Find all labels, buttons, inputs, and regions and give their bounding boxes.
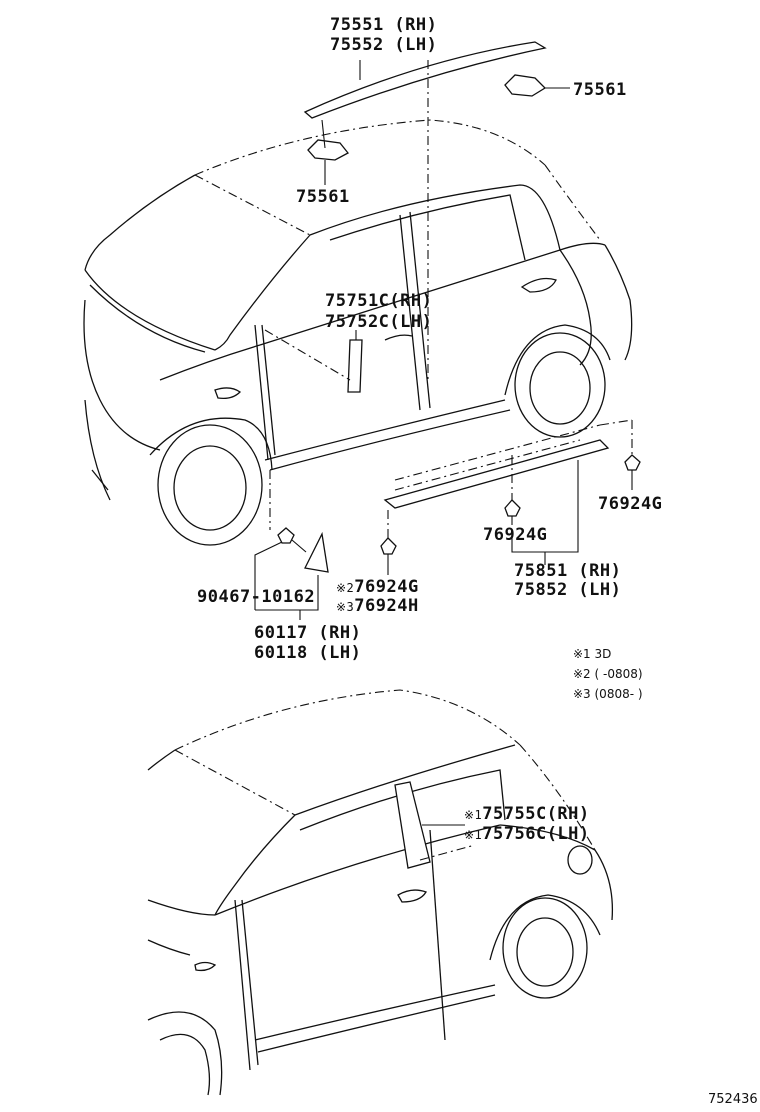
figure-id: 752436 (708, 1092, 758, 1107)
garnish-label-rh: 60117 (RH) (254, 623, 362, 643)
clip-low-2-label: ※276924G (336, 577, 419, 597)
garnish-label-lh: 60118 (LH) (254, 643, 362, 663)
clip-mid-label: 76924G (483, 525, 548, 545)
rocker-mold-part (383, 439, 610, 509)
screw-icon (277, 527, 295, 544)
clip-low-icon (380, 537, 397, 555)
screw-label: 90467-10162 (197, 587, 316, 607)
reference-mark-icon: ※1 (464, 828, 483, 842)
note-1: ※1 3D (573, 647, 612, 661)
front-door-mold-label-lh: 75752C(LH) (325, 312, 433, 332)
rocker-mold-label-rh: 75851 (RH) (514, 561, 622, 581)
clip-right-label: 76924G (598, 494, 663, 514)
roof-clip-right-icon (504, 74, 547, 97)
note-3: ※3 (0808- ) (573, 687, 643, 701)
clip-mid-icon (504, 499, 521, 517)
rocker-mold-label-lh: 75852 (LH) (514, 580, 622, 600)
rear-quarter-mold-part (394, 781, 431, 869)
upper-car-body (83, 119, 633, 546)
front-door-mold-part (347, 339, 363, 393)
reference-mark-icon: ※2 (336, 581, 355, 595)
roof-clip-left-icon (307, 139, 349, 161)
front-door-mold-label-rh: 75751C(RH) (325, 291, 433, 311)
garnish-part (304, 531, 329, 573)
note-2: ※2 ( -0808) (573, 667, 643, 681)
roof-rail-label-lh: 75552 (LH) (330, 35, 438, 55)
reference-mark-icon: ※1 (464, 808, 483, 822)
lower-car-body (147, 689, 614, 1096)
rear-mold-label-rh: ※175755C(RH) (464, 804, 590, 824)
clip-left-label: 75561 (296, 187, 350, 207)
clip-right-icon (624, 454, 641, 471)
rear-mold-label-lh: ※175756C(LH) (464, 824, 590, 844)
roof-rail-part (303, 41, 547, 119)
roof-rail-label-rh: 75551 (RH) (330, 15, 438, 35)
clip-top-label: 75561 (573, 80, 627, 100)
clip-low-3-label: ※376924H (336, 596, 419, 616)
reference-mark-icon: ※3 (336, 600, 355, 614)
